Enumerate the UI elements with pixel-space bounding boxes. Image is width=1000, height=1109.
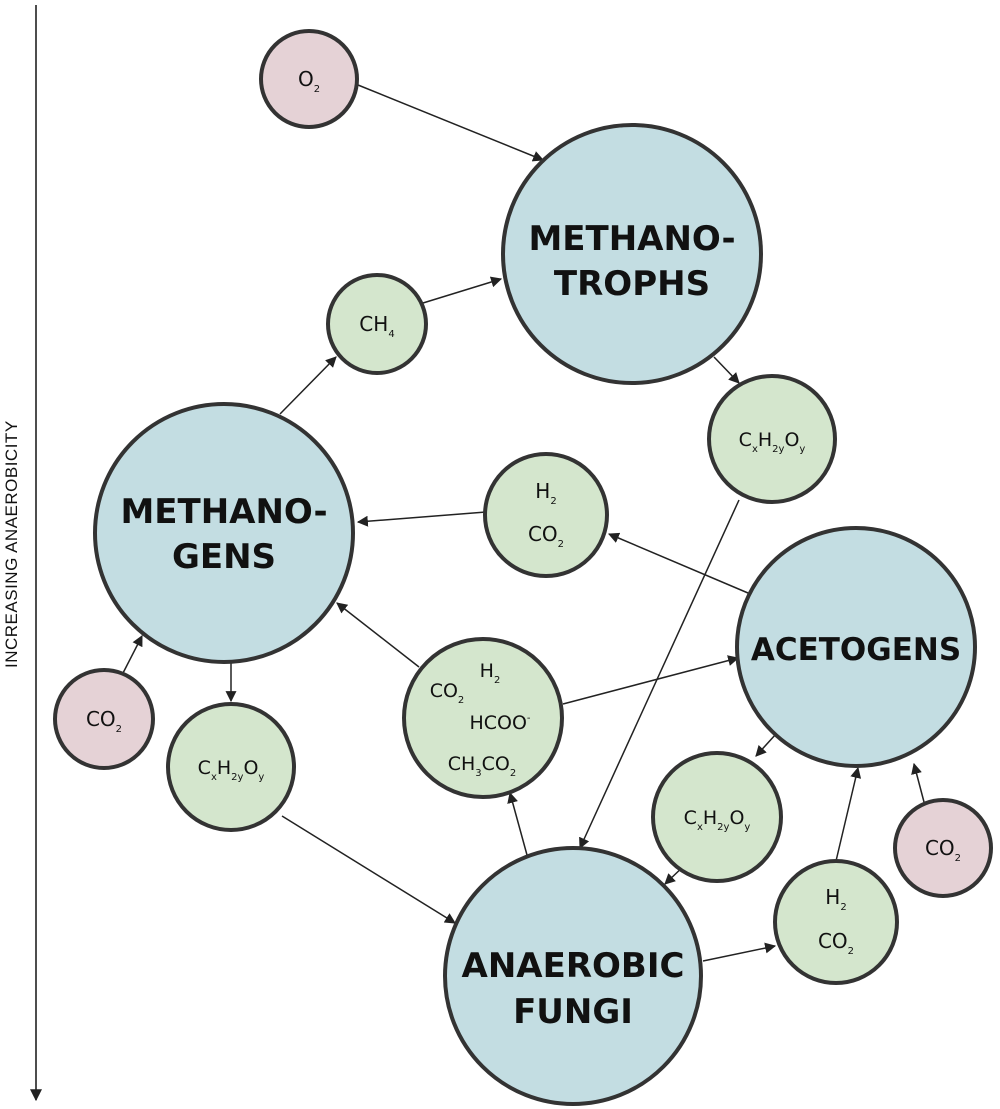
- cxh2yoy-node-left: [166, 702, 296, 832]
- arrow-acetogens-to-h2co2: [607, 532, 749, 594]
- anaerobic-fungi-node: [443, 846, 703, 1106]
- h2-co2-node-middle: [483, 452, 609, 578]
- h2-co2-node-bottom: [773, 859, 899, 985]
- cxh2yoy-label-top: CxH2yOy: [739, 429, 806, 455]
- cxh2yoy-label-right: CxH2yOy: [684, 807, 751, 833]
- arrow-fungi-to-h2co2: [702, 942, 777, 962]
- arrow-h2co2-to-methanogens: [356, 511, 487, 527]
- arrow-ch4-to-methanotrophs: [422, 276, 503, 304]
- acetogens-node: [735, 526, 977, 768]
- co2-node-left: [53, 668, 155, 770]
- co2-label-bottom: CO2: [818, 929, 854, 957]
- anaerobic-fungi-label-line2: FUNGI: [513, 992, 633, 1032]
- arrow-o2-to-methanotrophs: [357, 84, 545, 162]
- methanogens-label-line2: GENS: [172, 537, 276, 577]
- arrow-acetogens-to-cxh2yoy: [755, 733, 777, 757]
- arrow-h2co2-to-acetogens: [835, 766, 862, 862]
- acetogens-label: ACETOGENS: [751, 632, 961, 668]
- cxh2yoy-node-top: [707, 374, 837, 504]
- mixed-hcoo-label: HCOO-: [469, 712, 530, 734]
- mixed-co2-label: CO2: [430, 680, 465, 706]
- anaerobicity-axis-label: INCREASING ANAEROBICITY: [2, 420, 21, 668]
- arrow-mixed-to-methanogens: [336, 602, 420, 668]
- mixed-acetate-label: CH3CO2: [448, 753, 517, 779]
- methanotrophs-node: [501, 123, 763, 385]
- arrow-co2-to-acetogens: [911, 762, 925, 803]
- cxh2yoy-label-left: CxH2yOy: [198, 757, 265, 783]
- cxh2yoy-node-right: [651, 751, 783, 883]
- co2-node-right: [893, 798, 993, 898]
- arrow-methanotrophs-to-cxh2yoy: [713, 356, 740, 384]
- methanotrophs-label-line1: METHANO-: [528, 219, 735, 259]
- o2-node: [259, 29, 359, 129]
- anaerobic-fungi-label-line1: ANAEROBIC: [462, 946, 685, 986]
- h2-label-bottom: H2: [825, 885, 846, 913]
- arrow-cxh2yoy-to-fungi: [579, 499, 740, 850]
- co2-label-right: CO2: [925, 836, 961, 864]
- mixed-h2-label: H2: [480, 660, 501, 686]
- ch4-node: [326, 273, 428, 375]
- methanotrophs-label-line2: TROPHS: [554, 264, 710, 304]
- ch4-label: CH4: [359, 312, 394, 340]
- methanogens-label-line1: METHANO-: [120, 492, 327, 532]
- h2-label-middle: H2: [535, 479, 556, 507]
- arrow-cxh2yoy-to-fungi-left: [281, 815, 456, 924]
- co2-label-left: CO2: [86, 707, 122, 735]
- o2-label: O2: [298, 67, 320, 95]
- co2-label-middle: CO2: [528, 522, 564, 550]
- arrow-co2-to-methanogens: [121, 635, 143, 676]
- methanogens-node: [93, 402, 355, 664]
- arrow-fungi-to-mixed: [507, 791, 528, 856]
- mixed-metabolites-node: [402, 637, 564, 799]
- arrow-mixed-to-acetogens: [562, 655, 740, 705]
- arrow-methanogens-to-ch4: [279, 356, 337, 415]
